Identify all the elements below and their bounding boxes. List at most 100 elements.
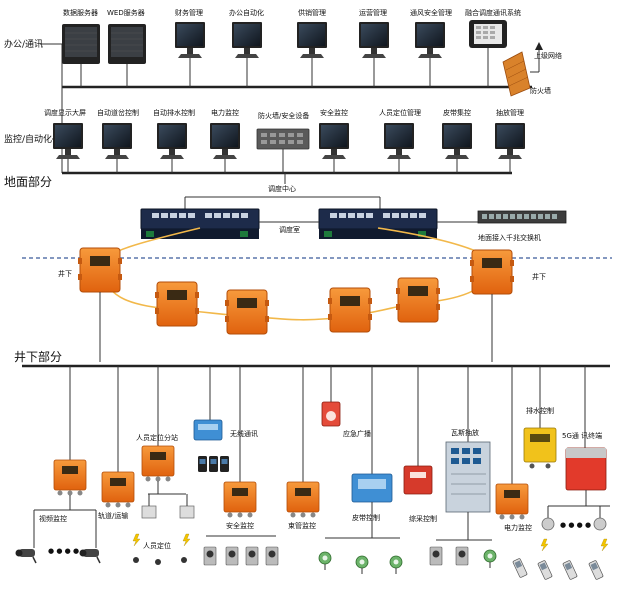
- sensor-icon: [318, 551, 332, 571]
- phone-icon: [562, 559, 578, 581]
- power-label: 电力监控: [504, 523, 532, 532]
- fiveg-terminal-group[interactable]: 5G通 讯终端 ● ● ● ●: [512, 431, 610, 581]
- supply-label: 供销管理: [298, 8, 326, 17]
- security-device-label: 防火墙/安全设备: [258, 111, 309, 120]
- mining-label: 综采控制: [409, 514, 437, 523]
- broadcast-label: 应急广播: [343, 429, 371, 438]
- ring-station-left[interactable]: [77, 247, 123, 293]
- video-monitor-group[interactable]: ● ● ● ● 视频监控: [14, 459, 101, 564]
- safety-monitor-label: 安全监控: [320, 108, 348, 117]
- gas-drainage-group[interactable]: 瓦斯抽放: [429, 428, 497, 569]
- office-automation-node[interactable]: 办公自动化: [229, 8, 264, 87]
- core-switch-left[interactable]: [140, 208, 260, 239]
- gauge-icon: [203, 546, 217, 566]
- power-monitor-node[interactable]: 电力监控: [210, 108, 240, 173]
- lightning-icon: [540, 538, 549, 552]
- office-row-label: 办公/通讯: [4, 38, 43, 50]
- svg-text:● ● ● ●: ● ● ● ●: [48, 547, 79, 555]
- display-screen-label: 调度显示大屏: [44, 108, 86, 117]
- ground-section-label: 地面部分: [4, 174, 52, 189]
- drainage-control-label: 自动排水控制: [153, 108, 195, 117]
- tube-monitor-group[interactable]: 束管监控: [286, 481, 320, 530]
- core-switch-right[interactable]: [318, 208, 438, 239]
- video-label: 视频监控: [39, 514, 67, 523]
- data-server-label: 数据服务器: [63, 8, 98, 17]
- firewall-node[interactable]: 防火墙 上级网络: [502, 42, 562, 97]
- drain-label: 排水控制: [526, 406, 554, 415]
- personnel-label: 人员定位: [143, 541, 171, 550]
- ring-station-2[interactable]: [154, 281, 200, 327]
- sensor-icon: [389, 555, 403, 575]
- underground-section-label: 井下部分: [14, 349, 62, 364]
- web-server-label: WED服务器: [107, 8, 145, 17]
- dispatch-room-label: 调度室: [279, 225, 300, 234]
- ring-station-3[interactable]: [224, 289, 270, 335]
- belt-control-label: 皮带集控: [443, 108, 471, 117]
- firewall-label: 防火墙: [530, 86, 551, 95]
- ring-station-4[interactable]: [327, 287, 373, 333]
- mine-right-label: 井下: [532, 272, 546, 281]
- gauge-icon: [265, 546, 279, 566]
- personnel-sub-label: 人员定位分站: [136, 433, 178, 442]
- office-automation-label: 办公自动化: [229, 8, 264, 17]
- belt-control-node[interactable]: 皮带集控: [442, 108, 472, 173]
- operation-label: 运营管理: [359, 8, 387, 17]
- upper-network-label: 上级网络: [534, 51, 562, 60]
- mining-control-group[interactable]: 综采控制: [403, 465, 437, 523]
- camera-icon: [78, 548, 101, 564]
- ventilation-label: 通风安全管理: [410, 8, 452, 17]
- personnel-mgmt-label: 人员定位管理: [379, 108, 421, 117]
- ring-station-5[interactable]: [395, 277, 441, 323]
- ventilation-node[interactable]: 通风安全管理: [410, 8, 452, 87]
- phone-icon: [512, 557, 528, 579]
- lightning-icon: [600, 538, 609, 552]
- sensor-icon: [355, 555, 369, 575]
- lightning-icon: [182, 533, 191, 547]
- monitor-row-label: 监控/自动化: [4, 133, 52, 145]
- phone-icon: [537, 559, 553, 581]
- track-transport-group[interactable]: 轨道/运输: [98, 471, 135, 520]
- finance-node[interactable]: 财务管理: [175, 8, 205, 87]
- web-server-node[interactable]: WED服务器: [107, 8, 147, 87]
- power-monitor-label: 电力监控: [211, 108, 239, 117]
- gauge-icon: [455, 546, 469, 566]
- fiveg-label: 5G通 讯终端: [562, 431, 602, 440]
- display-screen-node[interactable]: 调度显示大屏: [44, 108, 86, 173]
- dispatch-center-label: 调度中心: [268, 184, 296, 193]
- safety-label: 安全监控: [226, 521, 254, 530]
- underground-drop-lines: [69, 366, 586, 484]
- power-control-group[interactable]: 电力监控: [495, 483, 532, 532]
- tube-label: 束管监控: [288, 521, 316, 530]
- wireless-label: 无线通讯: [230, 429, 258, 438]
- safety-monitor-node[interactable]: 安全监控: [319, 108, 349, 173]
- belt-control-group[interactable]: 皮带控制: [318, 473, 403, 575]
- data-server-node[interactable]: 数据服务器: [61, 8, 101, 87]
- drainage-control-node[interactable]: 自动排水控制: [153, 108, 195, 173]
- ground-access-switch-label: 地面接入千兆交换机: [478, 233, 541, 242]
- ring-station-right[interactable]: [469, 249, 515, 295]
- gauge-icon: [429, 546, 443, 566]
- track-label: 轨道/运输: [98, 511, 128, 520]
- switch-control-label: 自动道岔控制: [97, 108, 139, 117]
- wireless-group[interactable]: 无线通讯: [193, 419, 258, 472]
- sensor-icon: [483, 549, 497, 569]
- ground-access-switch[interactable]: 地面接入千兆交换机: [477, 210, 567, 242]
- security-device-node[interactable]: 防火墙/安全设备: [256, 111, 310, 173]
- mine-left-label: 井下: [58, 269, 72, 278]
- personnel-mgmt-node[interactable]: 人员定位管理: [379, 108, 421, 173]
- operation-node[interactable]: 运营管理: [359, 8, 389, 87]
- dispatch-comm-node[interactable]: 融合调度通讯系统: [465, 8, 521, 87]
- supply-node[interactable]: 供销管理: [297, 8, 327, 87]
- drainage-mgmt-node[interactable]: 抽放管理: [495, 108, 525, 173]
- switch-control-node[interactable]: 自动道岔控制: [97, 108, 139, 173]
- dispatch-comm-label: 融合调度通讯系统: [465, 8, 521, 17]
- finance-label: 财务管理: [175, 8, 203, 17]
- drain-control-group[interactable]: 排水控制: [523, 406, 557, 469]
- safety-monitor-group[interactable]: 安全监控: [203, 481, 279, 566]
- broadcast-group[interactable]: 应急广播: [321, 401, 371, 438]
- drainage-mgmt-label: 抽放管理: [496, 108, 524, 117]
- belt-label: 皮带控制: [352, 513, 380, 522]
- personnel-substation-group[interactable]: 人员定位分站 人员定位: [132, 433, 195, 565]
- gauge-icon: [225, 546, 239, 566]
